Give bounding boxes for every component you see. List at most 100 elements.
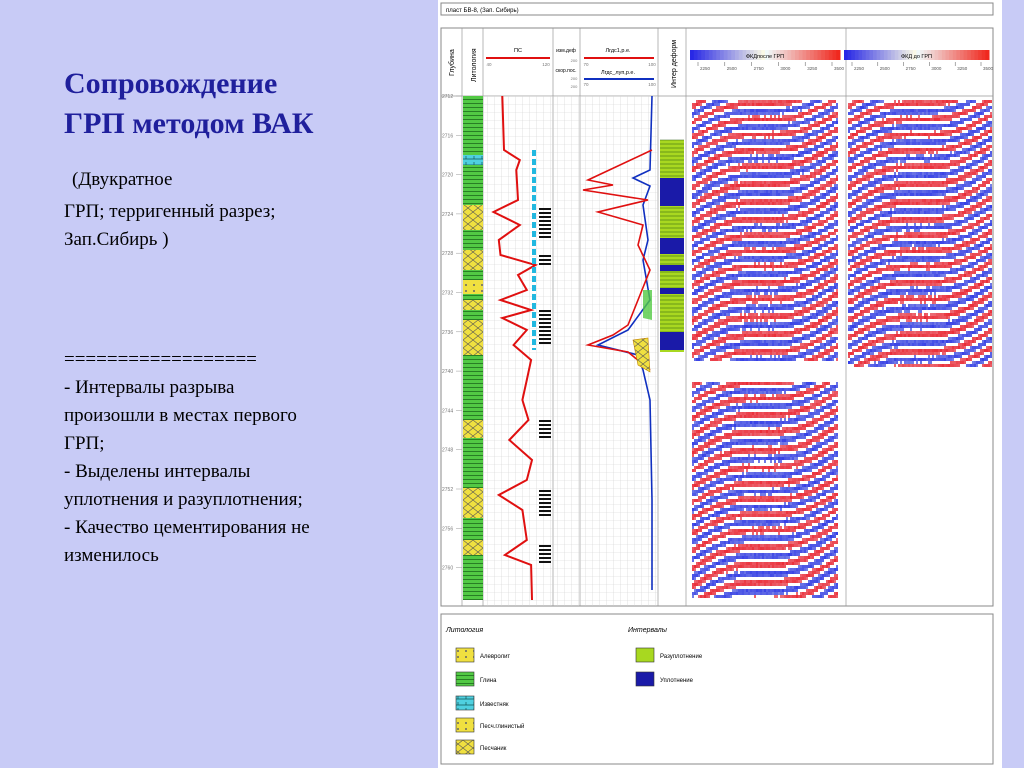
wave-cell — [712, 319, 714, 322]
wave-cell — [694, 220, 696, 223]
wave-cell — [820, 175, 822, 178]
wave-cell — [806, 334, 808, 337]
wave-cell — [786, 334, 788, 337]
wave-cell — [834, 223, 836, 226]
wave-cell — [742, 358, 744, 361]
wave-cell — [730, 316, 732, 319]
wave-cell — [746, 352, 748, 355]
wave-cell — [746, 241, 748, 244]
wave-cell — [728, 301, 730, 304]
wave-cell — [824, 316, 826, 319]
wave-cell — [766, 133, 768, 136]
wave-cell — [824, 277, 826, 280]
wave-cell — [694, 541, 696, 544]
wave-cell — [692, 274, 694, 277]
wave-cell — [756, 100, 758, 103]
wave-cell — [734, 196, 736, 199]
wave-cell — [736, 133, 738, 136]
wave-cell — [706, 346, 708, 349]
wave-cell — [692, 475, 694, 478]
wave-cell — [818, 268, 820, 271]
wave-cell — [836, 214, 838, 217]
wave-cell — [710, 292, 712, 295]
wave-cell — [742, 244, 744, 247]
wave-cell — [806, 103, 808, 106]
wave-cell — [782, 289, 784, 292]
wave-cell — [696, 211, 698, 214]
wave-cell — [696, 562, 698, 565]
wave-cell — [794, 169, 796, 172]
wave-cell — [698, 424, 700, 427]
wave-cell — [692, 292, 694, 295]
wave-cell — [726, 283, 728, 286]
wave-cell — [700, 445, 702, 448]
wave-cell — [726, 196, 728, 199]
wave-cell — [812, 175, 814, 178]
wave-cell — [710, 283, 712, 286]
wave-cell — [710, 325, 712, 328]
wave-cell — [812, 289, 814, 292]
wave-cell — [766, 316, 768, 319]
wave-cell — [790, 265, 792, 268]
wave-cell — [790, 193, 792, 196]
wave-cell — [822, 235, 824, 238]
wave-cell — [820, 112, 822, 115]
wave-cell — [748, 310, 750, 313]
wave-cell — [822, 154, 824, 157]
wave-cell — [698, 217, 700, 220]
wave-cell — [834, 322, 836, 325]
wave-cell — [788, 250, 790, 253]
wave-cell — [836, 289, 838, 292]
wave-cell — [820, 229, 822, 232]
wave-cell — [776, 307, 778, 310]
wave-cell — [720, 340, 722, 343]
wave-cell — [694, 259, 696, 262]
wave-cell — [800, 304, 802, 307]
wave-cell — [692, 142, 694, 145]
wave-cell — [802, 163, 804, 166]
wave-cell — [754, 118, 756, 121]
wave-cell — [798, 331, 800, 334]
wave-cell — [786, 184, 788, 187]
colorbar-cell — [753, 50, 758, 60]
wave-cell — [700, 349, 702, 352]
wave-cell — [786, 211, 788, 214]
wave-cell — [758, 322, 760, 325]
colorbar-cell — [956, 50, 961, 60]
wave-cell — [784, 343, 786, 346]
wave-cell — [698, 130, 700, 133]
wave-cell — [738, 256, 740, 259]
wave-cell — [808, 265, 810, 268]
wave-cell — [752, 133, 754, 136]
wave-cell — [796, 139, 798, 142]
wave-cell — [738, 337, 740, 340]
wave-cell — [708, 118, 710, 121]
wave-cell — [730, 310, 732, 313]
wave-cell — [694, 406, 696, 409]
wave-cell — [744, 166, 746, 169]
wave-cell — [712, 235, 714, 238]
wave-cell — [696, 142, 698, 145]
wave-cell — [692, 157, 694, 160]
wave-cell — [796, 265, 798, 268]
wave-cell — [722, 310, 724, 313]
wave-cell — [804, 148, 806, 151]
wave-cell — [804, 244, 806, 247]
wave-cell — [818, 139, 820, 142]
wave-cell — [742, 127, 744, 130]
wave-cell — [836, 244, 838, 247]
header-depth: Глубина — [448, 49, 456, 76]
wave-cell — [806, 280, 808, 283]
wave-cell — [698, 490, 700, 493]
wave-cell — [776, 175, 778, 178]
wave-cell — [770, 112, 772, 115]
wave-cell — [764, 268, 766, 271]
wave-cell — [804, 334, 806, 337]
wave-cell — [828, 274, 830, 277]
wave-cell — [784, 340, 786, 343]
wave-cell — [774, 250, 776, 253]
wave-cell — [746, 358, 748, 361]
wave-cell — [806, 265, 808, 268]
wave-cell — [816, 331, 818, 334]
wave-cell — [800, 313, 802, 316]
